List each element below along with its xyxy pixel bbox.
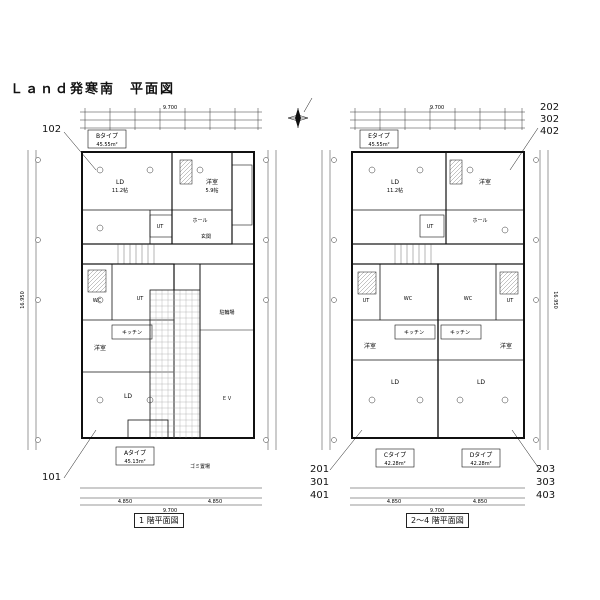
left-kitchen-label: キッチン bbox=[122, 330, 142, 336]
right-ut-c-label: UT bbox=[363, 298, 371, 304]
caption-1f: 1 階平面図 bbox=[134, 513, 184, 528]
right-type-c: Cタイプ bbox=[384, 451, 406, 459]
left-ut2-label: UT bbox=[137, 296, 145, 302]
unit-label-403: 403 bbox=[536, 490, 556, 501]
right-area-d: 42.28m² bbox=[470, 461, 491, 467]
unit-label-101: 101 bbox=[42, 472, 62, 483]
right-youshitsu-label: 洋室 bbox=[479, 178, 491, 186]
left-genkan-label: 玄関 bbox=[201, 233, 211, 240]
unit-label-303: 303 bbox=[536, 477, 556, 488]
right-kitchen-c: キッチン bbox=[404, 330, 424, 336]
unit-label-201: 201 bbox=[310, 464, 330, 475]
right-youshitsu-c: 洋室 bbox=[364, 342, 376, 350]
right-ut-d-label: UT bbox=[507, 298, 515, 304]
right-ld-label: LD bbox=[391, 179, 399, 186]
left-ev-label: ＥＶ bbox=[222, 396, 232, 402]
dim-left-total: 16.950 bbox=[20, 291, 26, 309]
right-ld-c: LD bbox=[391, 379, 399, 386]
dim-bottom-right-right: 4.850 bbox=[473, 499, 487, 505]
right-wc-c-label: WC bbox=[404, 296, 413, 302]
unit-label-302: 302 bbox=[540, 114, 560, 125]
left-youshitsu-size: 5.9帖 bbox=[206, 187, 219, 194]
unit-label-301: 301 bbox=[310, 477, 330, 488]
right-youshitsu-d: 洋室 bbox=[500, 342, 512, 350]
right-hall-label: ホール bbox=[472, 218, 487, 224]
left-ld-size: 11.2帖 bbox=[112, 187, 128, 194]
right-ld-d: LD bbox=[477, 379, 485, 386]
left-ld2-label: LD bbox=[124, 393, 132, 400]
left-area-bottom: 45.13m² bbox=[124, 459, 145, 465]
dim-right-total: 16.950 bbox=[552, 291, 558, 309]
unit-label-102: 102 bbox=[42, 124, 62, 135]
dim-bottom-total: 9.700 bbox=[163, 508, 177, 514]
dim-bottom-left-right: 4.850 bbox=[387, 499, 401, 505]
north-arrow-icon bbox=[287, 97, 313, 128]
unit-label-202: 202 bbox=[540, 102, 560, 113]
left-hall-label: ホール bbox=[192, 218, 207, 224]
right-ut-label: UT bbox=[427, 224, 435, 230]
dim-bottom-total-right: 9.700 bbox=[430, 508, 444, 514]
dim-bottom-right: 4.850 bbox=[208, 499, 222, 505]
left-type-bottom: Aタイプ bbox=[124, 449, 146, 457]
left-parking-label: 駐輪場 bbox=[219, 309, 234, 316]
left-type-top: Bタイプ bbox=[96, 132, 118, 140]
left-trash-label: ゴミ置場 bbox=[190, 463, 210, 470]
unit-label-402: 402 bbox=[540, 126, 560, 137]
left-youshitsu2-label: 洋室 bbox=[94, 344, 106, 352]
right-kitchen-d: キッチン bbox=[450, 330, 470, 336]
right-area-c: 42.28m² bbox=[384, 461, 405, 467]
left-ld-label: LD bbox=[116, 179, 124, 186]
right-type-d: Dタイプ bbox=[470, 451, 493, 459]
right-area-top: 45.55m² bbox=[368, 142, 389, 148]
right-type-top: Eタイプ bbox=[368, 132, 390, 140]
dim-top-total: 9.700 bbox=[163, 105, 177, 111]
right-floor-plan: 9.700 9.700 4.850 4.850 16.950 bbox=[321, 105, 558, 514]
page-title: Ｌａｎｄ発寒南 平面図 bbox=[10, 82, 176, 97]
unit-label-203: 203 bbox=[536, 464, 556, 475]
left-floor-plan: 9.700 9.700 4.850 4.850 16.950 bbox=[20, 105, 277, 514]
left-ut-label: UT bbox=[157, 224, 165, 230]
unit-label-401: 401 bbox=[310, 490, 330, 501]
left-area-top: 45.55m² bbox=[96, 142, 117, 148]
right-wc-d-label: WC bbox=[464, 296, 473, 302]
dim-top-total-right: 9.700 bbox=[430, 105, 444, 111]
right-ld-size: 11.2帖 bbox=[387, 187, 403, 194]
dim-bottom-left: 4.850 bbox=[118, 499, 132, 505]
caption-2-4f: 2～4 階平面図 bbox=[406, 513, 469, 528]
left-youshitsu-label: 洋室 bbox=[206, 178, 218, 186]
